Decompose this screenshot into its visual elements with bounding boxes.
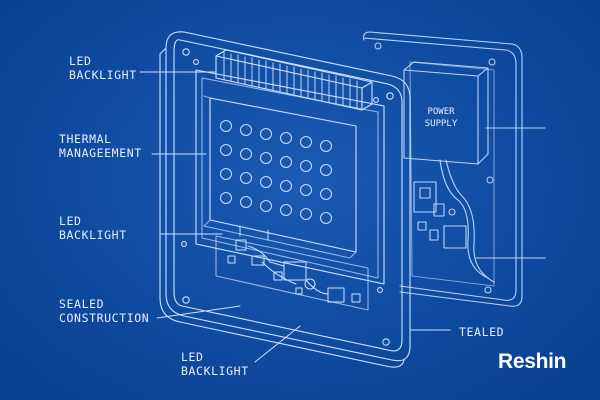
heat-sink xyxy=(215,49,373,111)
brand-logo: Reshin xyxy=(498,350,567,373)
driver-board xyxy=(227,225,361,303)
label-tealed: TEALED xyxy=(459,325,505,339)
power-supply-label: POWER SUPPLY xyxy=(424,107,458,129)
front-panel xyxy=(159,31,411,368)
label-sealed-construction: SEALED CONSTRUCTION xyxy=(59,297,150,325)
leader-lines xyxy=(139,71,451,363)
label-led-backlight-bottom: LED BACKLIGHT xyxy=(181,350,249,378)
label-thermal-management: THERMAL MANAGEEMENT xyxy=(59,132,142,160)
label-led-backlight-mid: LED BACKLIGHT xyxy=(59,214,127,242)
led-array xyxy=(220,120,332,224)
rear-housing xyxy=(363,31,546,307)
label-led-backlight-top: LED BACKLIGHT xyxy=(69,54,137,82)
